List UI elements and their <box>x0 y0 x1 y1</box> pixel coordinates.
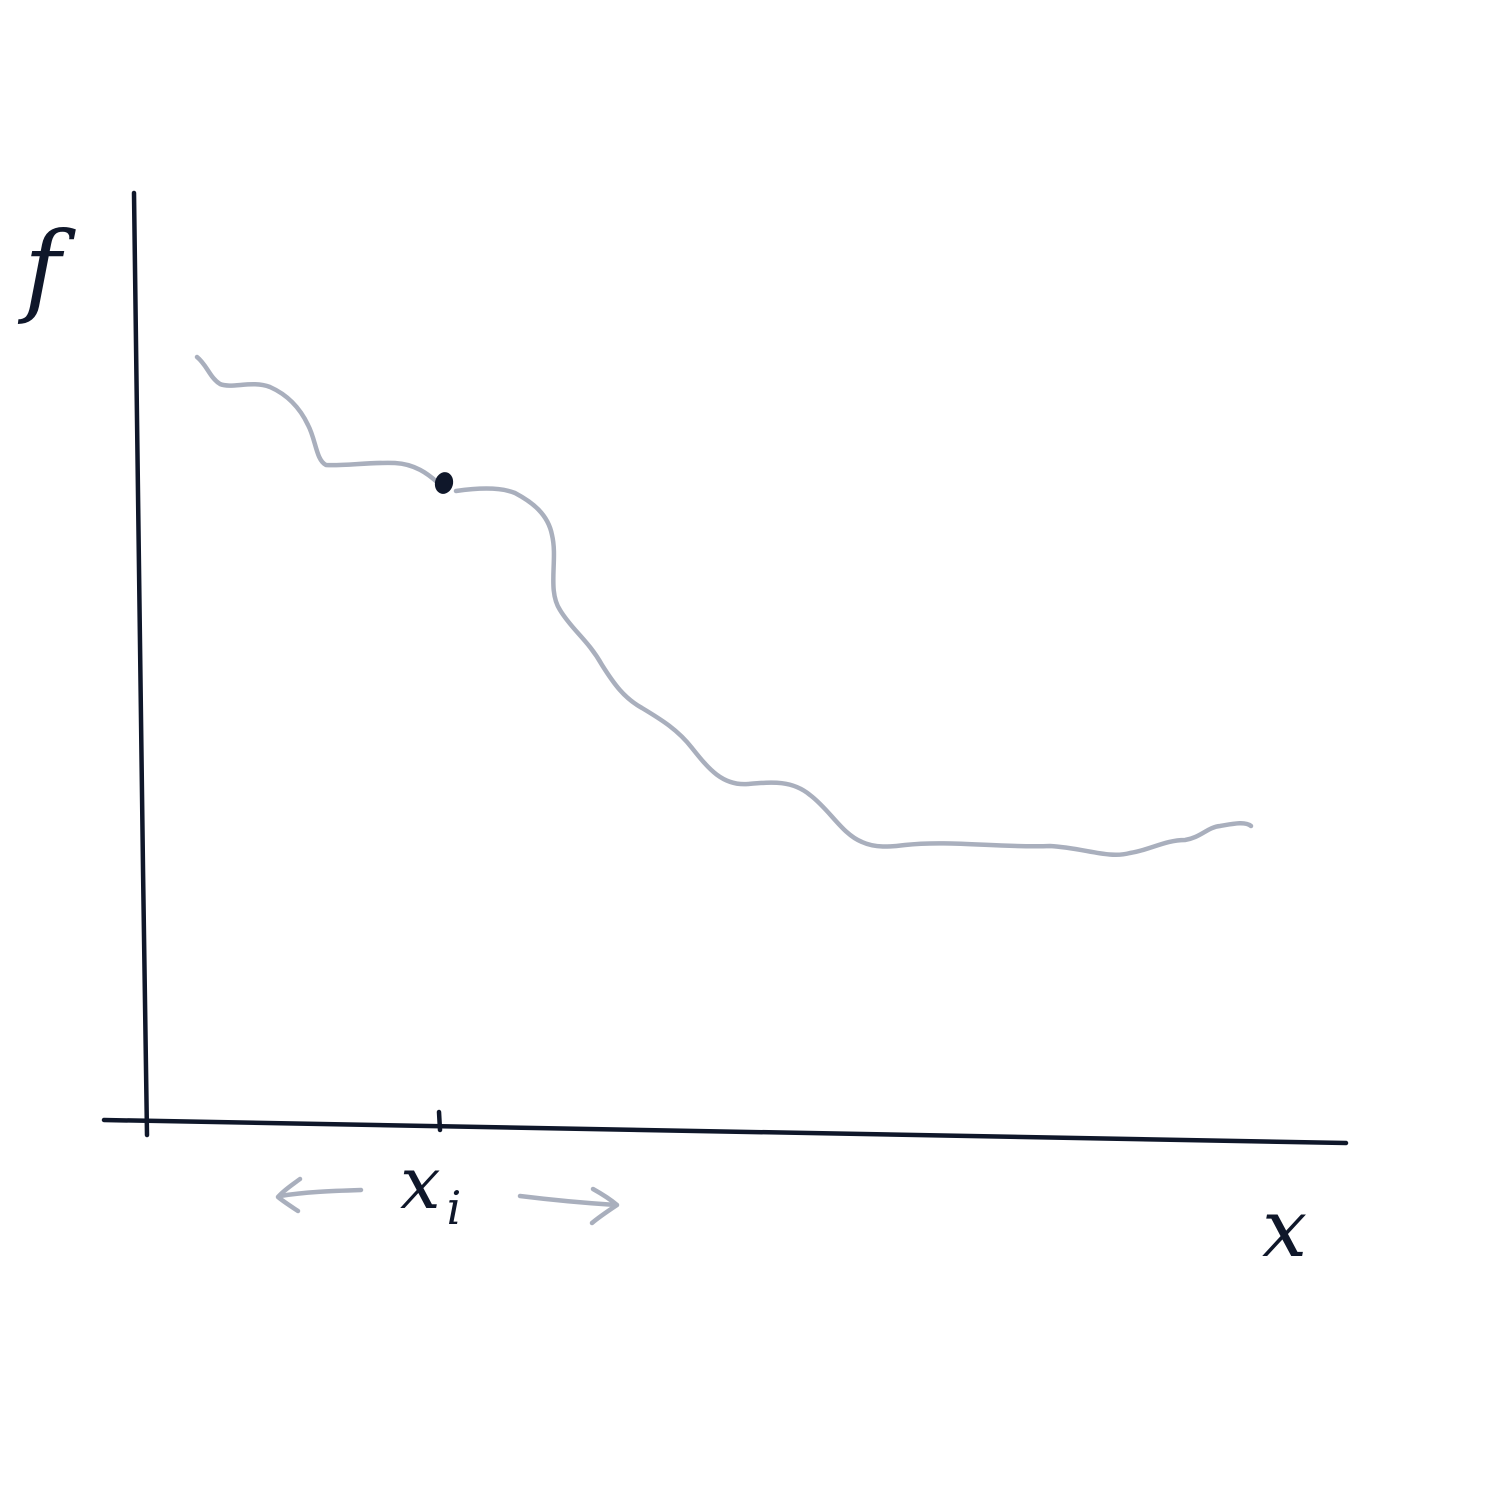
current-point <box>434 472 454 494</box>
y-axis-label: f <box>17 210 76 327</box>
function-curve <box>194 354 1254 858</box>
x-i-tick <box>436 1109 443 1133</box>
x-axis-label: x <box>1262 1182 1307 1275</box>
left-arrow-icon <box>275 1176 364 1214</box>
x-i-main: x <box>400 1141 441 1225</box>
x-i-subscript: i <box>447 1181 462 1235</box>
right-arrow-icon <box>517 1186 620 1226</box>
y-axis <box>131 190 150 1138</box>
x-axis <box>101 1117 1349 1146</box>
